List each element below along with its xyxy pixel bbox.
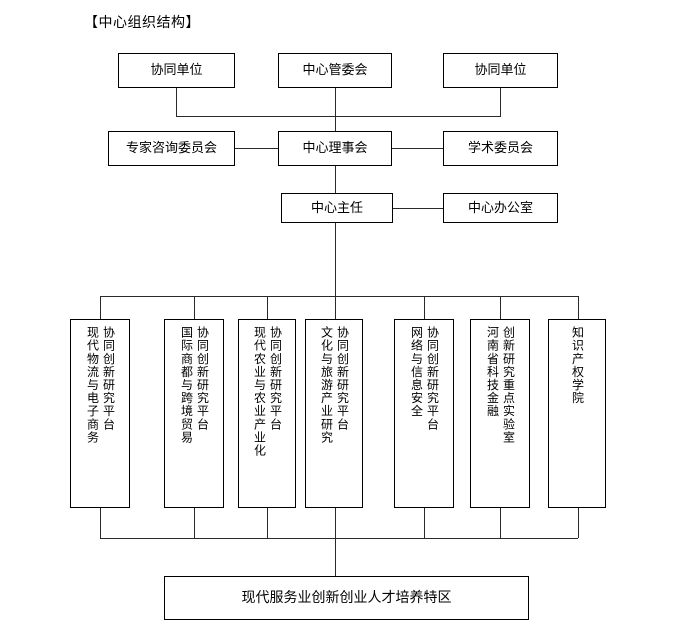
platform-line-2: 网络与信息安全	[409, 326, 424, 418]
connector-bus-to-platform-6	[500, 296, 501, 319]
node-platform-culture-tourism[interactable]: 协同创新研究平台 文化与旅游产业研究	[305, 319, 363, 508]
connector-platform-3-to-bus	[267, 508, 268, 538]
connector-platform-2-to-bus	[194, 508, 195, 538]
node-talent-zone[interactable]: 现代服务业创新创业人才培养特区	[164, 576, 529, 620]
platform-line-1: 协同创新研究平台	[195, 326, 210, 431]
bus-platforms-bottom	[100, 538, 578, 539]
connector-bus-to-council	[335, 116, 336, 131]
platform-line-1: 协同创新研究平台	[425, 326, 440, 431]
platform-line-1: 协同创新研究平台	[268, 326, 283, 431]
node-center-office[interactable]: 中心办公室	[443, 193, 558, 223]
platform-line-2: 现代物流与电子商务	[85, 326, 100, 444]
connector-director-to-office	[393, 208, 443, 209]
connector-council-to-director	[335, 166, 336, 193]
connector-director-to-platform-bus	[335, 223, 336, 296]
connector-platform-4-to-bus	[335, 508, 336, 538]
bus-platforms-top	[100, 296, 578, 297]
connector-partner-right-down	[500, 88, 501, 116]
platform-line-1: 创新研究重点实验室	[501, 326, 516, 444]
platform-line-2: 国际商都与跨境贸易	[179, 326, 194, 444]
connector-platform-6-to-bus	[500, 508, 501, 538]
node-partner-unit-right[interactable]: 协同单位	[443, 53, 558, 88]
node-expert-advisory-committee[interactable]: 专家咨询委员会	[108, 131, 235, 166]
node-center-management-committee[interactable]: 中心管委会	[278, 53, 392, 88]
node-platform-international-trade[interactable]: 协同创新研究平台 国际商都与跨境贸易	[164, 319, 224, 508]
node-lab-sci-tech-finance[interactable]: 创新研究重点实验室 河南省科技金融	[470, 319, 530, 508]
connector-platform-5-to-bus	[424, 508, 425, 538]
connector-partner-left-down	[176, 88, 177, 116]
platform-line-1: 知识产权学院	[570, 326, 585, 405]
platform-line-1: 协同创新研究平台	[335, 326, 350, 431]
node-center-council[interactable]: 中心理事会	[278, 131, 392, 166]
node-academic-committee[interactable]: 学术委员会	[443, 131, 558, 166]
bus-row1	[176, 116, 501, 117]
connector-platform-7-to-bus	[578, 508, 579, 538]
node-center-director[interactable]: 中心主任	[281, 193, 393, 223]
platform-line-2: 现代农业与农业产业化	[252, 326, 267, 457]
connector-bus-to-platform-1	[100, 296, 101, 319]
connector-council-to-academic	[392, 148, 443, 149]
connector-management-down	[335, 88, 336, 116]
connector-council-to-expert	[235, 148, 278, 149]
node-platform-network-security[interactable]: 协同创新研究平台 网络与信息安全	[394, 319, 454, 508]
connector-bus-to-platform-3	[267, 296, 268, 319]
connector-bus-to-platform-7	[578, 296, 579, 319]
platform-line-2: 河南省科技金融	[485, 326, 500, 418]
connector-bus-to-talent-zone	[335, 538, 336, 576]
connector-platform-1-to-bus	[100, 508, 101, 538]
connector-bus-to-platform-5	[424, 296, 425, 319]
page-title: 【中心组织结构】	[84, 14, 200, 30]
connector-bus-to-platform-2	[194, 296, 195, 319]
platform-line-2: 文化与旅游产业研究	[319, 326, 334, 444]
connector-bus-to-platform-4	[335, 296, 336, 319]
node-ip-college[interactable]: 知识产权学院	[548, 319, 606, 508]
node-platform-logistics-ecommerce[interactable]: 协同创新研究平台 现代物流与电子商务	[70, 319, 130, 508]
node-partner-unit-left[interactable]: 协同单位	[118, 53, 235, 88]
node-platform-agriculture[interactable]: 协同创新研究平台 现代农业与农业产业化	[238, 319, 296, 508]
platform-line-1: 协同创新研究平台	[101, 326, 116, 431]
